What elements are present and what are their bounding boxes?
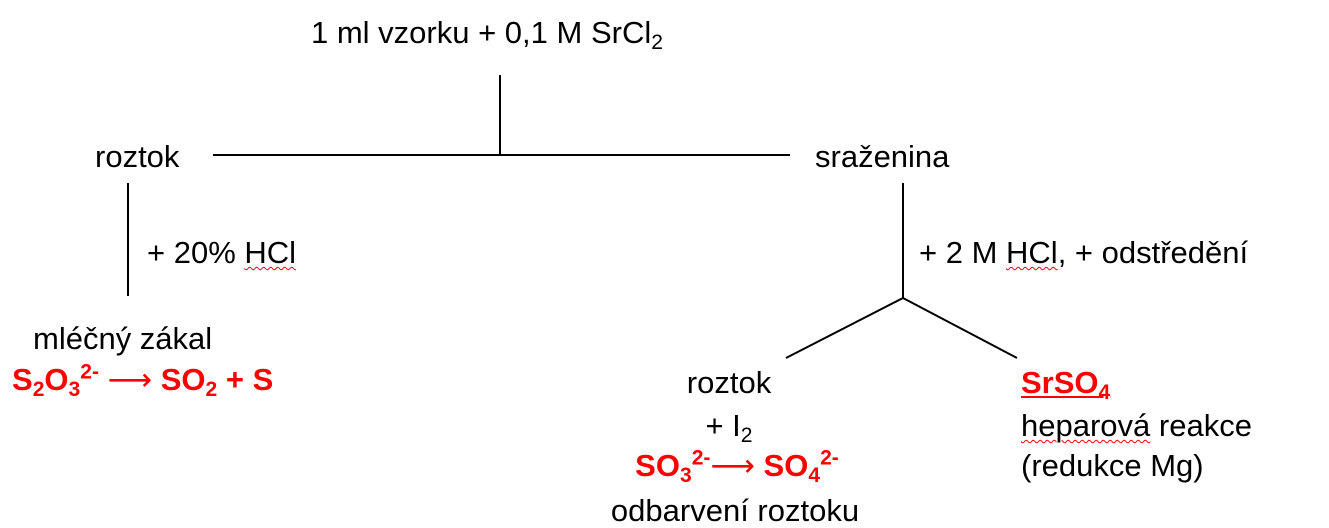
left-reaction-b-sub: 3: [68, 377, 81, 401]
right-step-reagent: HCl: [1006, 235, 1058, 270]
reaction-arrow-icon: ⟶: [107, 362, 153, 397]
right-left-child-reagent: + I2: [705, 408, 752, 446]
left-reaction-b-sup: 2-: [80, 360, 100, 384]
right-node-label: sraženina: [815, 139, 950, 174]
sulfate-sub: 4: [808, 463, 821, 487]
left-step-prefix: + 20%: [147, 235, 245, 270]
right-left-child-label: roztok: [686, 365, 772, 400]
strontium-sulfate-sub: 4: [1098, 380, 1111, 404]
reaction-word: reakce: [1150, 408, 1252, 443]
right-step-suffix: , + odstředění: [1057, 235, 1249, 270]
reaction-arrow-icon: ⟶: [710, 448, 755, 483]
left-reaction-b: O: [44, 362, 69, 397]
right-step-prefix: + 2 M: [919, 235, 1007, 270]
fork-right-line: [902, 297, 1018, 359]
iodine-reagent-sub: 2: [740, 423, 753, 447]
left-step-label: + 20% HCl: [147, 237, 296, 268]
root-label-subscript: 2: [651, 30, 663, 54]
right-step-label: + 2 M HCl, + odstředění: [919, 237, 1248, 268]
sulfate-sup: 2-: [820, 446, 839, 470]
left-reaction-d: + S: [217, 362, 274, 397]
right-right-child-product: SrSO4: [1021, 365, 1110, 403]
left-reaction-a: S: [12, 362, 33, 397]
sulfite-sup: 2-: [691, 446, 711, 470]
root-label: 1 ml vzorku + 0,1 M SrCl: [311, 15, 652, 50]
sulfate-formula: SO: [763, 448, 809, 483]
left-reaction-a-sub: 2: [32, 377, 45, 401]
left-reaction: S2O32- ⟶ SO2 + S: [12, 361, 274, 400]
left-reaction-c-sub: 2: [205, 377, 218, 401]
left-reaction-c: SO: [160, 362, 206, 397]
iodine-reagent: + I: [705, 408, 741, 443]
sulfite-sub: 3: [679, 463, 692, 487]
root-node: 1 ml vzorku + 0,1 M SrCl2: [311, 15, 663, 53]
strontium-sulfate-formula: SrSO: [1021, 365, 1099, 400]
left-node-label: roztok: [95, 139, 180, 174]
left-step-reagent: HCl: [244, 235, 297, 270]
fork-left-line: [785, 297, 904, 359]
heparova-word: heparová: [1021, 408, 1151, 443]
right-right-child-note: (redukce Mg): [1021, 448, 1204, 483]
sulfite-formula: SO: [635, 448, 680, 483]
right-left-child-result: odbarvení roztoku: [610, 493, 860, 528]
right-left-child-reaction: SO32-⟶ SO42-: [635, 447, 839, 486]
left-result-label: mléčný zákal: [33, 321, 213, 356]
right-right-child-test: heparová reakce: [1021, 410, 1252, 441]
